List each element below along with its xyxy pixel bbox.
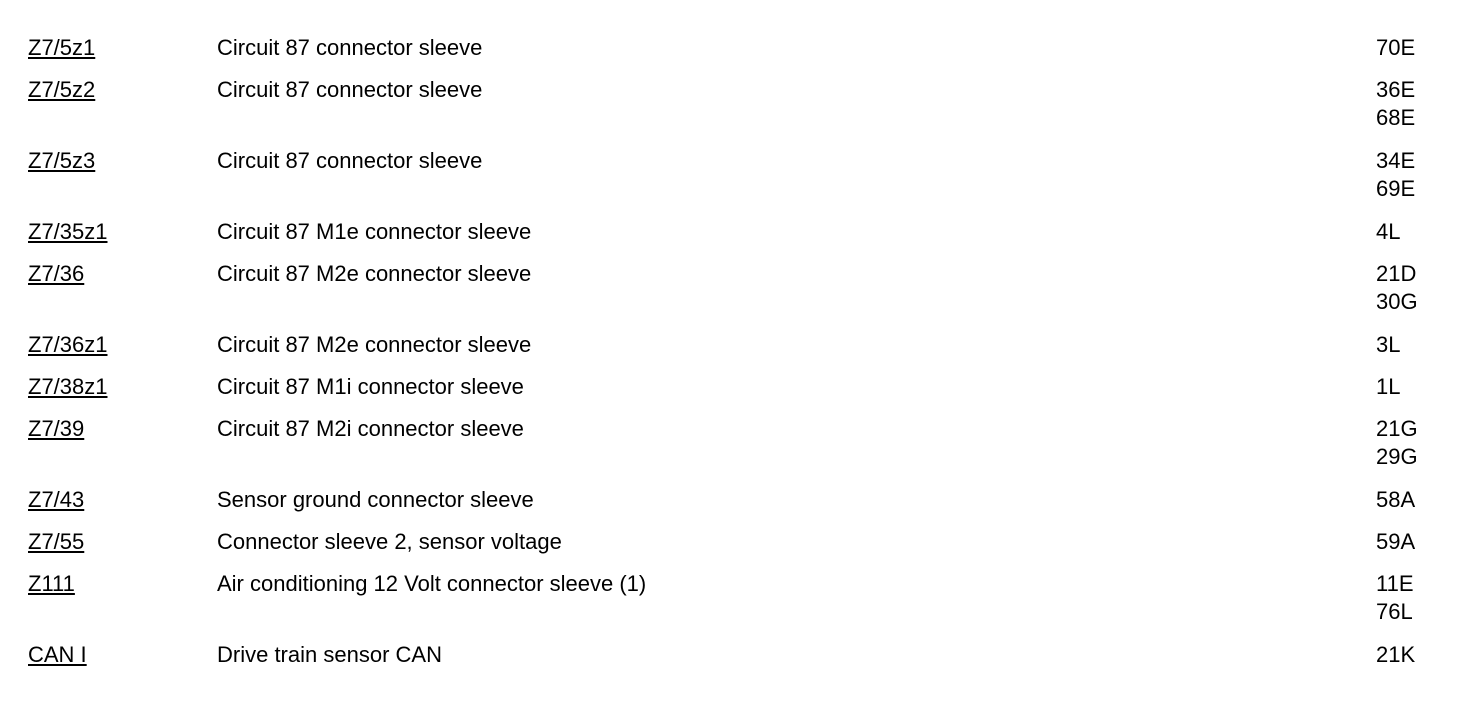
component-code-link[interactable]: Z7/35z1 xyxy=(28,219,108,244)
grid-reference: 59A xyxy=(1376,529,1416,554)
component-code-cell: CAN I xyxy=(28,641,217,669)
table-row: Z7/36z1 Circuit 87 M2e connector sleeve 3L xyxy=(28,331,1448,359)
component-description: Circuit 87 M2i connector sleeve xyxy=(217,416,524,441)
component-code-link[interactable]: Z7/5z3 xyxy=(28,148,96,173)
grid-reference: 21K xyxy=(1376,642,1416,667)
grid-reference: 69E xyxy=(1376,176,1416,201)
component-code-cell: Z7/5z3 xyxy=(28,147,217,175)
component-code-link[interactable]: Z7/55 xyxy=(28,529,85,554)
grid-reference: 70E xyxy=(1376,35,1416,60)
grid-reference: 29G xyxy=(1376,444,1418,469)
component-code-link[interactable]: Z7/36z1 xyxy=(28,332,108,357)
component-code-cell: Z7/36z1 xyxy=(28,331,217,359)
component-description: Circuit 87 M2e connector sleeve xyxy=(217,332,532,357)
component-code-cell: Z7/55 xyxy=(28,528,217,556)
component-code-cell: Z7/38z1 xyxy=(28,373,217,401)
grid-reference: 3L xyxy=(1376,332,1401,357)
component-description: Circuit 87 M1i connector sleeve xyxy=(217,374,524,399)
component-code-link[interactable]: Z7/5z2 xyxy=(28,77,96,102)
grid-reference-cell: 59A xyxy=(1376,528,1448,556)
component-code-cell: Z7/39 xyxy=(28,415,217,443)
component-description: Circuit 87 connector sleeve xyxy=(217,35,483,60)
grid-reference: 68E xyxy=(1376,105,1416,130)
grid-reference-cell: 70E xyxy=(1376,34,1448,62)
component-code-cell: Z7/5z1 xyxy=(28,34,217,62)
component-code-cell: Z7/35z1 xyxy=(28,218,217,246)
component-code-link[interactable]: Z7/39 xyxy=(28,416,85,441)
component-description: Circuit 87 M2e connector sleeve xyxy=(217,261,532,286)
component-code-cell: Z111 xyxy=(28,570,217,598)
component-description: Circuit 87 connector sleeve xyxy=(217,148,483,173)
component-description: Circuit 87 connector sleeve xyxy=(217,77,483,102)
component-code-link[interactable]: CAN I xyxy=(28,642,87,667)
component-description: Circuit 87 M1e connector sleeve xyxy=(217,219,532,244)
table-row: Z7/43 Sensor ground connector sleeve 58A xyxy=(28,486,1448,514)
grid-reference: 76L xyxy=(1376,599,1413,624)
component-code-link[interactable]: Z7/43 xyxy=(28,487,85,512)
component-code-link[interactable]: Z111 xyxy=(28,571,75,596)
grid-reference: 21D xyxy=(1376,261,1417,286)
grid-reference: 36E xyxy=(1376,77,1416,102)
table-row: Z111 Air conditioning 12 Volt connector s… xyxy=(28,570,1448,626)
table-row: CAN I Drive train sensor CAN 21K xyxy=(28,641,1448,669)
grid-reference: 11E xyxy=(1376,571,1414,596)
grid-reference-cell: 1L xyxy=(1376,373,1448,401)
grid-reference: 21G xyxy=(1376,416,1418,441)
component-description: Air conditioning 12 Volt connector sleev… xyxy=(217,571,647,596)
grid-reference: 1L xyxy=(1376,374,1401,399)
component-code-link[interactable]: Z7/5z1 xyxy=(28,35,96,60)
table-row: Z7/55 Connector sleeve 2, sensor voltage 5… xyxy=(28,528,1448,556)
component-description: Drive train sensor CAN xyxy=(217,642,442,667)
table-row: Z7/5z1 Circuit 87 connector sleeve 70E xyxy=(28,34,1448,62)
table-row: Z7/35z1 Circuit 87 M1e connector sleeve 4L xyxy=(28,218,1448,246)
table-row: Z7/38z1 Circuit 87 M1i connector sleeve 1L xyxy=(28,373,1448,401)
grid-reference: 4L xyxy=(1376,219,1401,244)
grid-reference: 58A xyxy=(1376,487,1416,512)
grid-reference-cell: 4L xyxy=(1376,218,1448,246)
component-description: Connector sleeve 2, sensor voltage xyxy=(217,529,562,554)
grid-reference: 34E xyxy=(1376,148,1416,173)
component-code-cell: Z7/36 xyxy=(28,260,217,288)
component-code-link[interactable]: Z7/38z1 xyxy=(28,374,108,399)
grid-reference-cell: 58A xyxy=(1376,486,1448,514)
grid-reference: 30G xyxy=(1376,289,1418,314)
component-description: Sensor ground connector sleeve xyxy=(217,487,534,512)
grid-reference-cell: 3L xyxy=(1376,331,1448,359)
component-code-cell: Z7/43 xyxy=(28,486,217,514)
component-code-cell: Z7/5z2 xyxy=(28,76,217,104)
grid-reference-cell: 21K xyxy=(1376,641,1448,669)
component-code-link[interactable]: Z7/36 xyxy=(28,261,85,286)
